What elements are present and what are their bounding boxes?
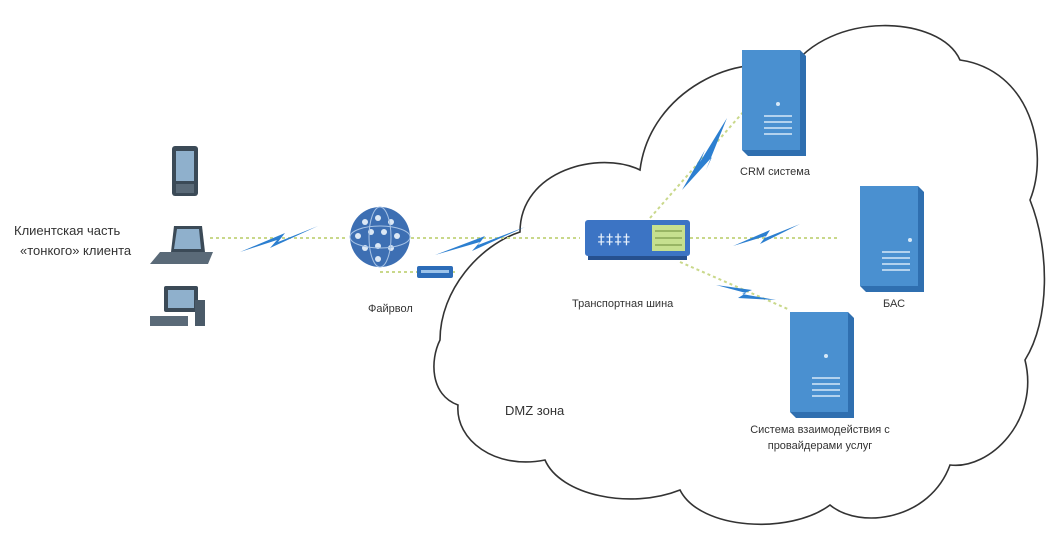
- server-icon-crm: [742, 50, 806, 156]
- dmz-label: DMZ зона: [505, 403, 565, 418]
- transport-bus-label: Транспортная шина: [572, 298, 674, 310]
- lightning-icon: [240, 226, 318, 252]
- firewall-device-icon: [417, 266, 453, 278]
- lightning-icon: [435, 227, 525, 255]
- server-icon-bas: [860, 186, 924, 292]
- dmz-cloud: [433, 24, 1046, 526]
- lightning-icon: [682, 118, 727, 190]
- client-label-line2: «тонкого» клиента: [20, 243, 132, 258]
- provider-label-line2: провайдерами услуг: [767, 440, 873, 452]
- lightning-icon: [733, 224, 800, 246]
- router-icon: ‡‡‡‡: [585, 220, 690, 260]
- laptop-icon: [150, 226, 213, 264]
- lightning-icons: [240, 118, 800, 300]
- desktop-icon: [150, 286, 205, 326]
- bas-label: БАС: [883, 298, 906, 310]
- phone-icon: [172, 146, 198, 196]
- provider-label-line1: Система взаимодействия с: [750, 424, 890, 436]
- crm-label: CRM система: [740, 166, 810, 178]
- svg-text:‡‡‡‡: ‡‡‡‡: [597, 232, 631, 248]
- firewall-label: Файрвол: [368, 303, 413, 315]
- server-icon-providers: [790, 312, 854, 418]
- globe-icon: [349, 206, 411, 268]
- client-label-line1: Клиентская часть: [14, 223, 121, 238]
- lightning-icon: [716, 285, 776, 300]
